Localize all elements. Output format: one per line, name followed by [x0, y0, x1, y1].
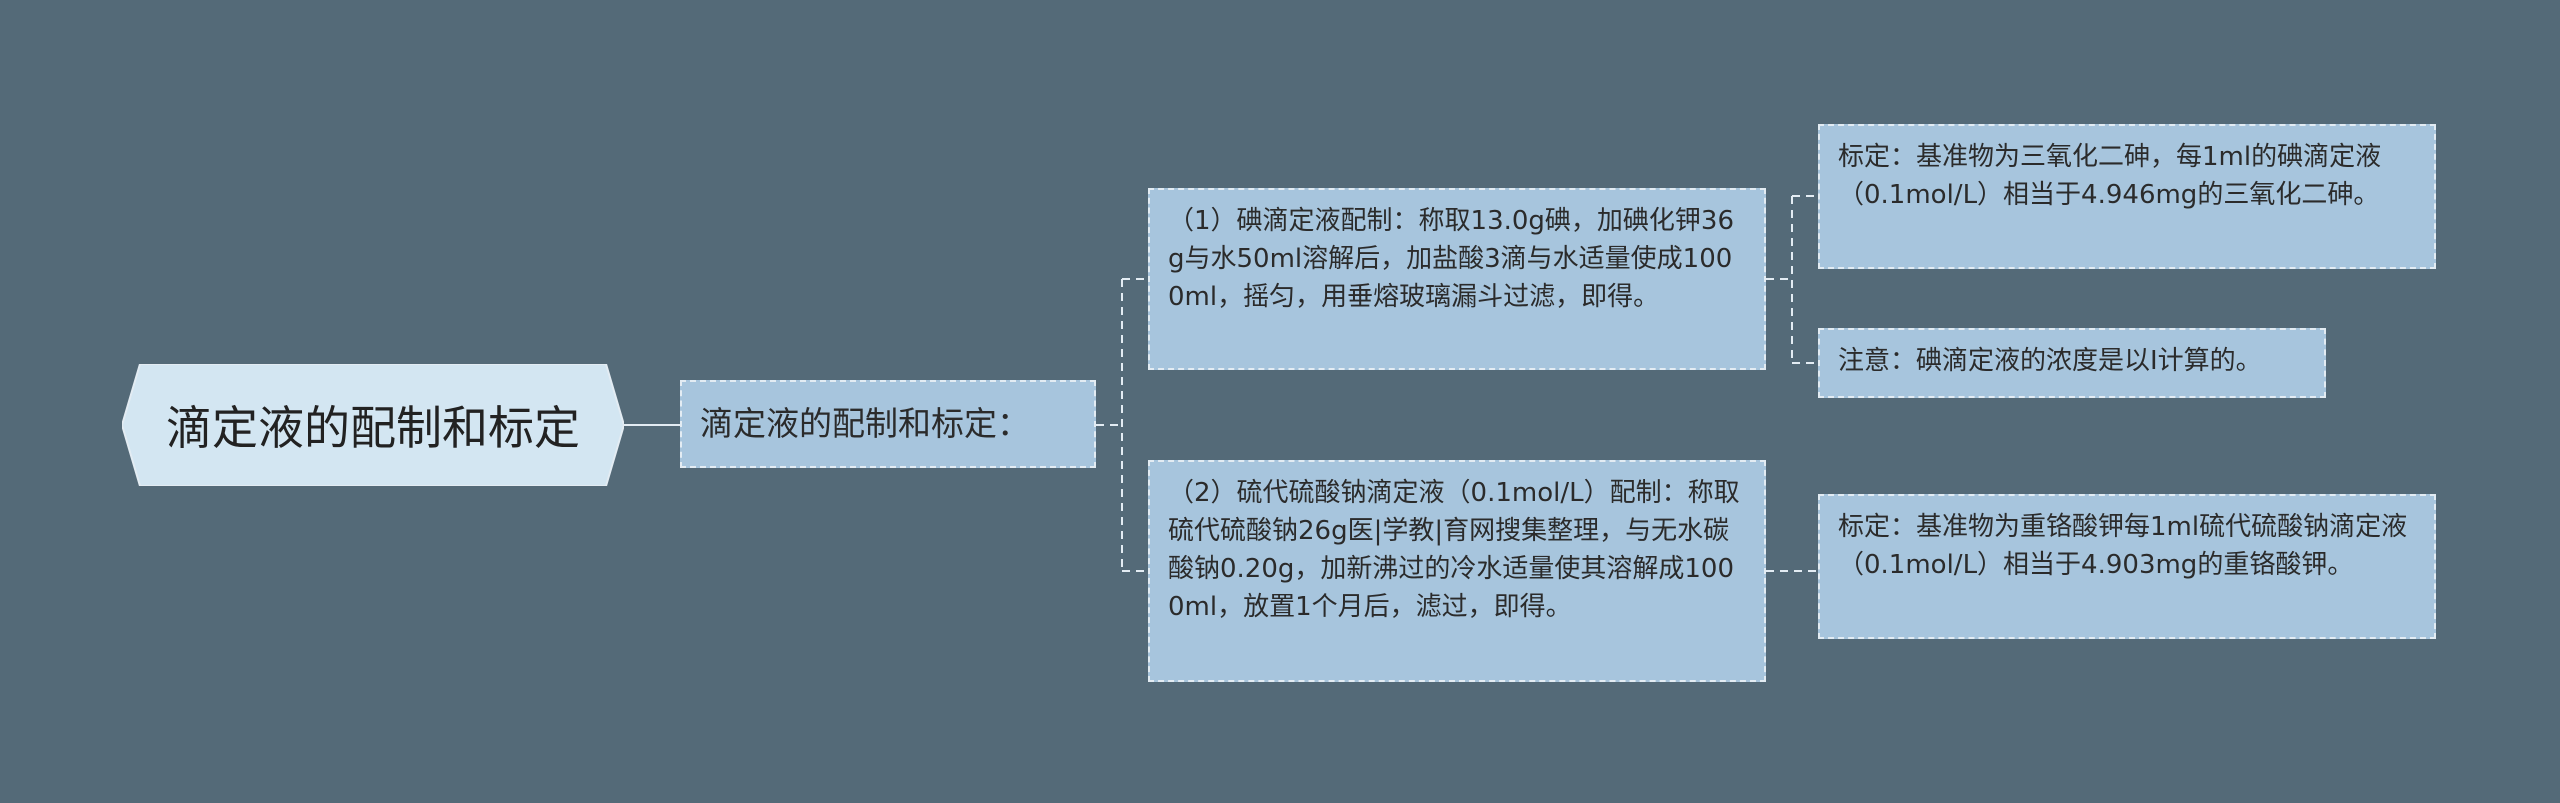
leaf-node-iodine-calibration[interactable]: 标定：基准物为三氧化二砷，每1ml的碘滴定液（0.1mol/L）相当于4.946…	[1818, 124, 2436, 269]
branch-node-iodine[interactable]: （1）碘滴定液配制：称取13.0g碘，加碘化钾36g与水50ml溶解后，加盐酸3…	[1148, 188, 1766, 370]
leaf-node-iodine-note[interactable]: 注意：碘滴定液的浓度是以I计算的。	[1818, 328, 2326, 398]
connector-level1-branches	[1096, 278, 1148, 572]
leaf-node-thiosulfate-calibration[interactable]: 标定：基准物为重铬酸钾每1ml硫代硫酸钠滴定液（0.1mol/L）相当于4.90…	[1818, 494, 2436, 639]
level1-node[interactable]: 滴定液的配制和标定：	[680, 380, 1096, 468]
root-node-shape	[122, 364, 624, 486]
connector-branch1-children	[1766, 195, 1818, 364]
branch-node-thiosulfate[interactable]: （2）硫代硫酸钠滴定液（0.1mol/L）配制：称取硫代硫酸钠26g医|学教|育…	[1148, 460, 1766, 682]
root-node-label: 滴定液的配制和标定	[166, 401, 580, 455]
root-node[interactable]: 滴定液的配制和标定	[122, 364, 624, 486]
